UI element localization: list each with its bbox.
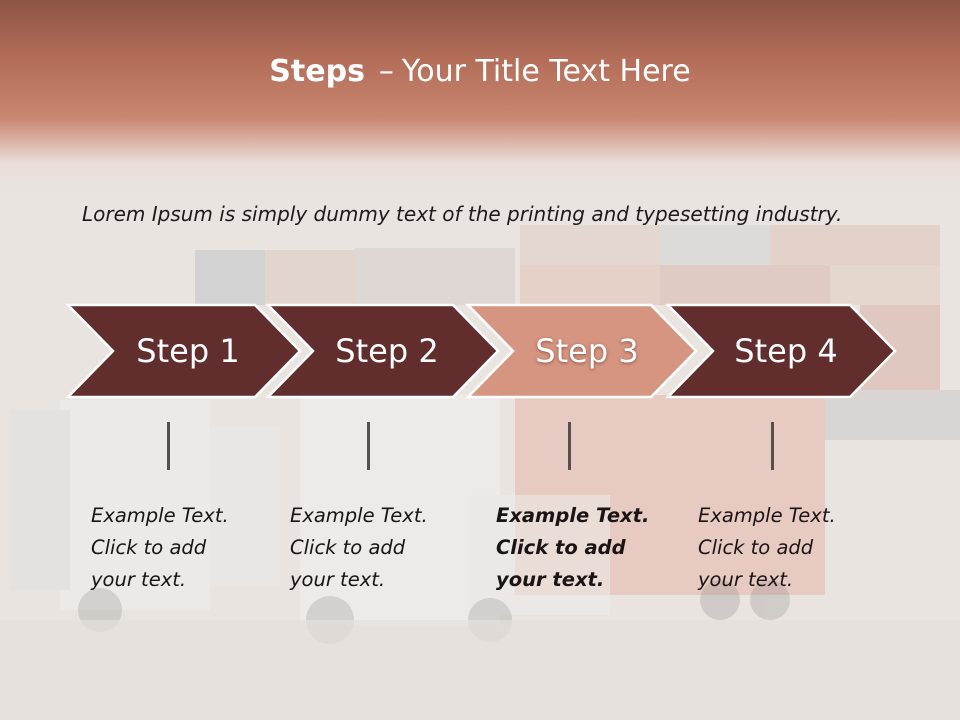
- title-separator: –: [378, 54, 394, 89]
- slide-title: Steps–Your Title Text Here: [0, 54, 960, 89]
- note-line: your text.: [496, 568, 605, 591]
- note-line: Example Text.: [290, 504, 428, 527]
- step-2-note[interactable]: Example Text. Click to add your text.: [290, 500, 470, 596]
- step-4-note[interactable]: Example Text. Click to add your text.: [698, 500, 878, 596]
- step-3-label: Step 3: [535, 332, 639, 370]
- step-3-divider: [568, 422, 571, 470]
- step-2-chevron[interactable]: [265, 303, 500, 399]
- note-line: your text.: [698, 568, 794, 591]
- note-line: Click to add: [496, 536, 626, 559]
- note-line: Example Text.: [91, 504, 229, 527]
- title-text: Your Title Text Here: [401, 54, 691, 89]
- note-line: Click to add: [91, 536, 207, 559]
- step-4-divider: [771, 422, 774, 470]
- step-2-divider: [367, 422, 370, 470]
- step-3-chevron[interactable]: [465, 303, 698, 399]
- step-1-note[interactable]: Example Text. Click to add your text.: [91, 500, 271, 596]
- step-1-chevron[interactable]: [65, 303, 302, 399]
- step-4-chevron[interactable]: [665, 303, 897, 399]
- step-chevrons: [65, 303, 897, 399]
- step-1-divider: [167, 422, 170, 470]
- intro-text: Lorem Ipsum is simply dummy text of the …: [82, 202, 843, 226]
- title-band: [0, 0, 960, 190]
- title-strong: Steps: [269, 54, 365, 89]
- step-4-label: Step 4: [734, 332, 838, 370]
- note-line: your text.: [91, 568, 187, 591]
- step-1-label: Step 1: [136, 332, 240, 370]
- step-2-label: Step 2: [335, 332, 439, 370]
- note-line: Example Text.: [496, 504, 650, 527]
- note-line: Example Text.: [698, 504, 836, 527]
- note-line: Click to add: [698, 536, 814, 559]
- note-line: your text.: [290, 568, 386, 591]
- step-3-note[interactable]: Example Text. Click to add your text.: [496, 500, 676, 596]
- note-line: Click to add: [290, 536, 406, 559]
